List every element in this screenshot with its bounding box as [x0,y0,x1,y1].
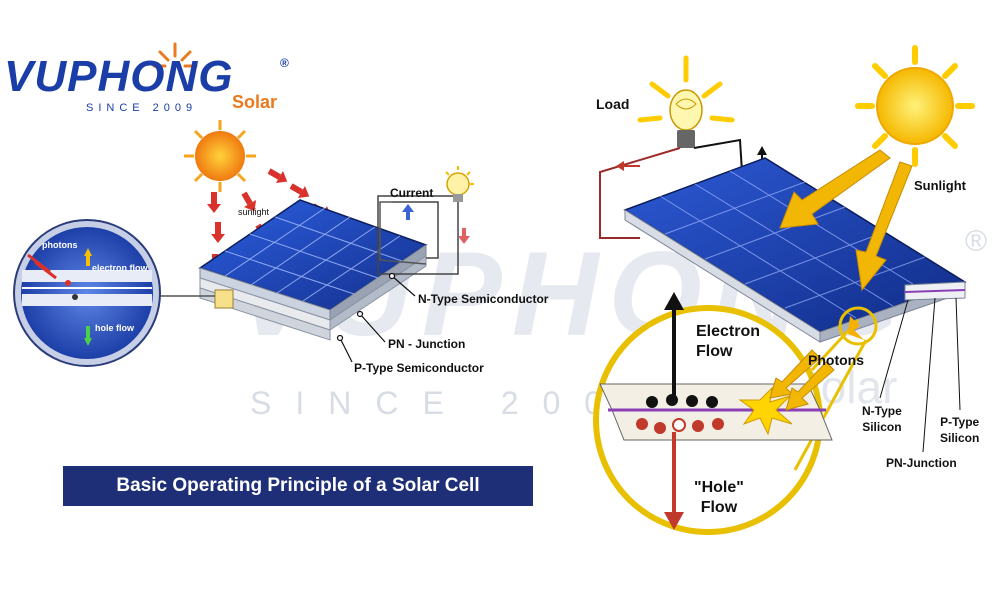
right-sunlight-label: Sunlight [914,178,966,193]
electron-flow-arrow-icon [664,292,684,396]
logo-solar-text: Solar [232,92,278,112]
n-type-silicon-label: N-Type Silicon [862,404,902,434]
pn-junction-silicon-label: PN-Junction [886,456,957,470]
holes [636,418,724,434]
zoom-hole-flow-label: hole flow [95,323,134,333]
left-circuit [379,201,439,265]
logo-registered-mark: ® [280,56,289,70]
watermark-registered: ® [965,225,988,258]
left-solar-diagram [13,120,474,367]
magnified-layers [599,349,835,441]
photons-label: Photons [808,352,864,368]
load-label: Load [596,96,630,112]
left-solar-panel [198,199,428,341]
left-sun-icon [184,120,256,192]
right-solar-diagram [593,45,975,535]
photon-impact-icon [738,386,793,436]
load-bulb-icon [637,55,735,148]
hole-flow-label: "Hole" Flow [694,479,744,516]
n-type-semiconductor-label: N-Type Semiconductor [418,292,549,306]
left-circuit-box [377,195,459,275]
left-zoom-circle [13,219,161,367]
current-down-arrow-icon [458,228,470,244]
current-up-arrow-icon [402,204,414,220]
hole-flow-arrow-icon [664,432,684,530]
electron-flow-label: Electron Flow [696,323,761,360]
p-type-semiconductor-label: P-Type Semiconductor [354,361,484,375]
logo-sunburst-icon [152,42,198,68]
logo-since-text: SINCE 2009 [86,102,198,114]
left-layer-pointers [336,272,416,363]
hole-flow-down-icon [84,338,92,346]
current-label: Current [390,186,434,200]
p-type-silicon-label: P-Type Silicon [940,415,980,445]
electron-flow-up-icon [84,248,92,256]
zoom-electron-flow-label: electron flow [92,263,148,273]
logo-brand-text: VUPHONG [4,52,234,101]
right-sun-icon [855,45,975,167]
left-bulb-icon [445,166,474,202]
sunlight-arrows [779,149,913,292]
watermark-since: SINCE 2009 [250,385,668,421]
zoom-photon-arrows [27,253,57,280]
pn-junction-label: PN - Junction [388,337,466,351]
left-sunlight-label: sunlight [238,207,270,217]
diagram-title: Basic Operating Principle of a Solar Cel… [63,466,533,506]
right-layer-pointers [879,297,961,453]
electrons [646,394,718,408]
zoom-photons-label: photons [42,240,78,250]
right-solar-panel [623,157,967,343]
